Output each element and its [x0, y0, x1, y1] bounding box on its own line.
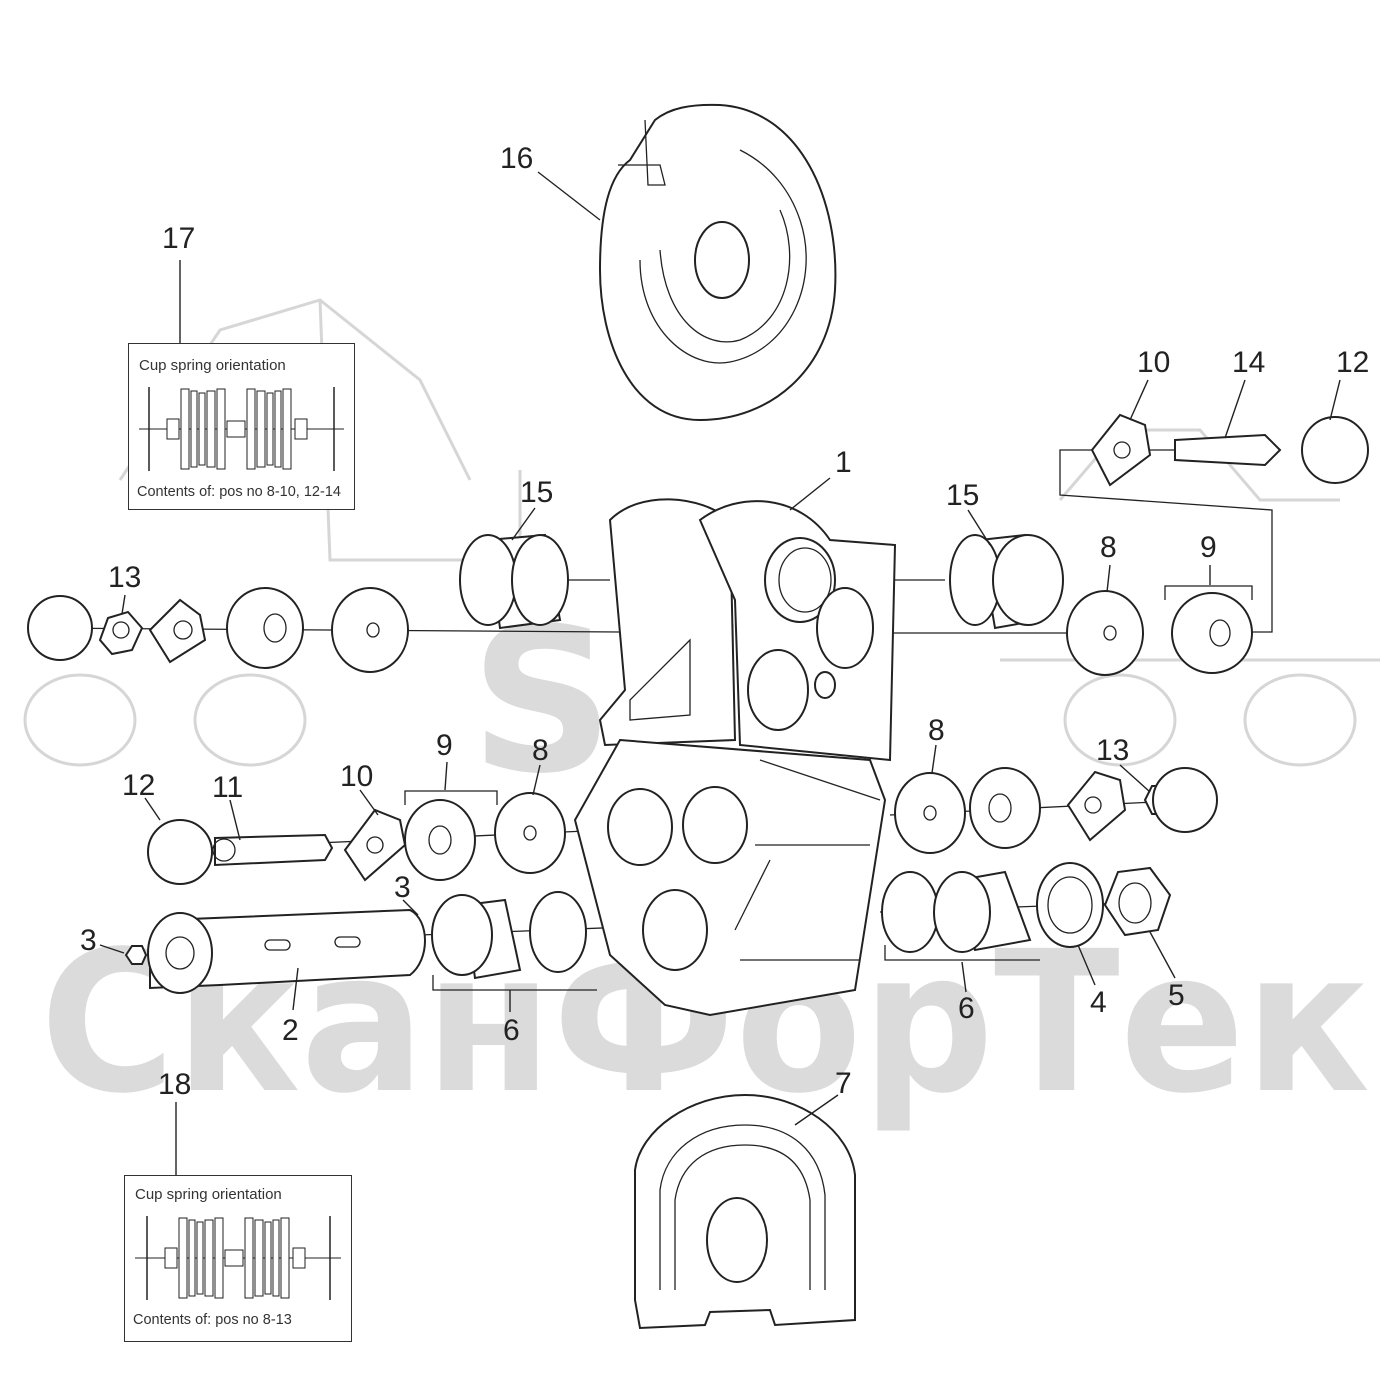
- callout-9-bottom: 9: [436, 729, 453, 762]
- callout-3-upper: 3: [394, 871, 411, 904]
- part-15-bushing-right: [949, 533, 1064, 630]
- callout-10-top: 10: [1137, 346, 1170, 379]
- callout-14: 14: [1232, 346, 1265, 379]
- upper-right-part-stack: [1066, 413, 1369, 676]
- part-16-retaining-disc: [598, 103, 837, 422]
- callout-6-right: 6: [958, 992, 975, 1025]
- leader-lines: [99, 171, 1341, 1175]
- callout-17: 17: [162, 222, 195, 255]
- part-15-bushing-left: [459, 533, 569, 630]
- callout-16: 16: [500, 142, 533, 175]
- callout-13-left: 13: [108, 561, 141, 594]
- callout-12-top: 12: [1336, 346, 1369, 379]
- callout-8-right: 8: [928, 714, 945, 747]
- callout-10-bottom: 10: [340, 760, 373, 793]
- group-brackets: [404, 585, 1253, 991]
- callout-numbers: 16 17 1 10 14 12 15 15 8 9 13 9 8 8 13 1…: [80, 142, 1369, 1101]
- lower-left-part-stack: [147, 792, 566, 885]
- callout-8-mid: 8: [532, 734, 549, 767]
- callout-3-lower: 3: [80, 924, 97, 957]
- callout-15-right: 15: [946, 479, 979, 512]
- callout-2: 2: [282, 1014, 299, 1047]
- upper-left-part-stack: [27, 587, 409, 673]
- callout-5: 5: [1168, 979, 1185, 1012]
- part-3-nut: [124, 945, 148, 965]
- callout-18: 18: [158, 1068, 191, 1101]
- callout-7: 7: [835, 1067, 852, 1100]
- callout-1: 1: [835, 446, 852, 479]
- part-1-pivot-body: [598, 498, 897, 762]
- callout-8-top: 8: [1100, 531, 1117, 564]
- lower-right-part-stack: [881, 767, 1218, 953]
- part-2-main-pin: [147, 908, 426, 994]
- inset-17-title: Cup spring orientation: [139, 357, 286, 374]
- callout-15-left: 15: [520, 476, 553, 509]
- callout-11: 11: [212, 771, 243, 804]
- inset-18-contents: Contents of: pos no 8-13: [133, 1312, 292, 1328]
- part-6-bushing-left: [431, 891, 587, 980]
- callout-13-right: 13: [1096, 734, 1129, 767]
- inset-17-spring-stack-drawing: [139, 387, 344, 471]
- inset-18-cup-spring-orientation: Cup spring orientation Contents of: pos …: [124, 1175, 352, 1342]
- callout-6-left: 6: [503, 1014, 520, 1047]
- callout-4: 4: [1090, 986, 1107, 1019]
- lower-housing-block: [573, 738, 887, 1017]
- inset-17-contents: Contents of: pos no 8-10, 12-14: [137, 484, 341, 500]
- callout-9-top: 9: [1200, 531, 1217, 564]
- inset-18-spring-stack-drawing: [135, 1216, 341, 1300]
- inset-18-title: Cup spring orientation: [135, 1186, 282, 1203]
- inset-17-cup-spring-orientation: Cup spring orientation Contents of: pos …: [128, 343, 355, 510]
- part-7-horseshoe-plate: [634, 1093, 856, 1330]
- callout-12-bottom: 12: [122, 769, 155, 802]
